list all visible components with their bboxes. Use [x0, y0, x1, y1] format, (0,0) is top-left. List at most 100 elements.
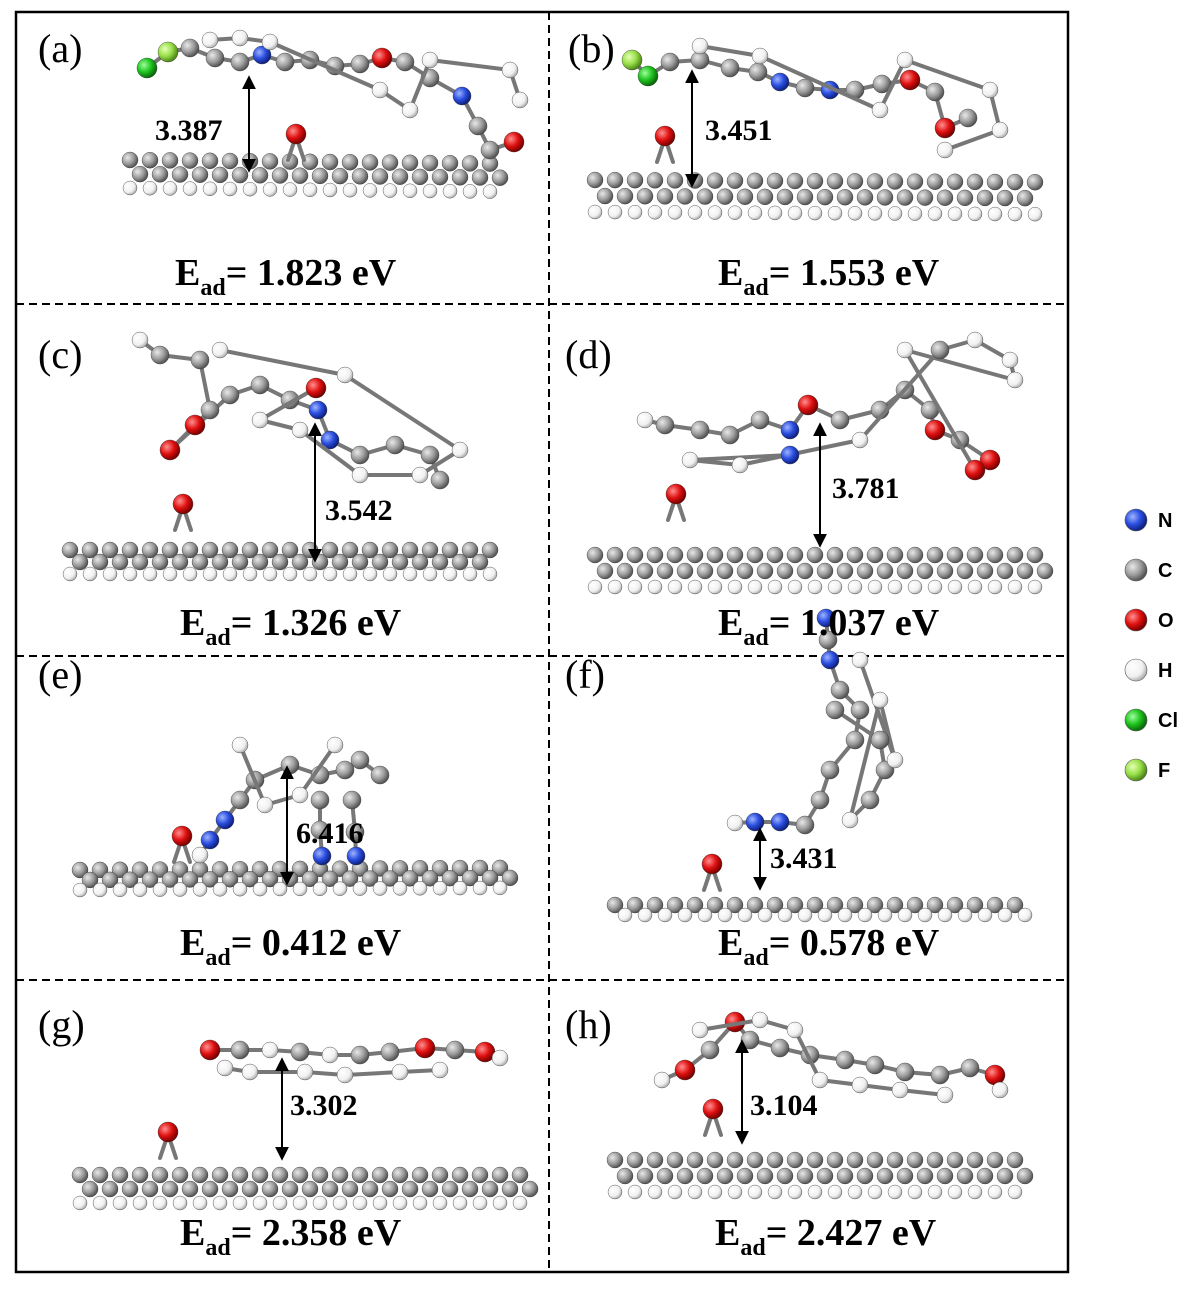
atom-h — [511, 91, 529, 109]
atom-c — [380, 1042, 400, 1062]
atom-c — [795, 815, 815, 835]
atom-c — [281, 541, 299, 559]
atom-c — [686, 1151, 704, 1169]
atom-c — [301, 153, 319, 171]
atom-c — [280, 755, 300, 775]
atom-c — [271, 167, 289, 184]
atom-c — [596, 562, 614, 580]
atom-c — [411, 168, 429, 186]
atom-c — [626, 546, 644, 564]
atom-c — [616, 1167, 634, 1185]
atom-h — [1001, 351, 1019, 369]
atom-h — [887, 579, 903, 595]
atom-h — [667, 579, 683, 595]
atom-c — [311, 1166, 329, 1184]
atom-c — [1016, 562, 1034, 580]
atom-c — [866, 1151, 884, 1169]
atom-h — [92, 882, 108, 898]
atom-h — [947, 206, 963, 222]
atom-h — [827, 1184, 843, 1200]
atom-c — [401, 154, 419, 172]
atom-c — [656, 188, 674, 205]
atom-c — [461, 155, 479, 172]
atom-c — [766, 172, 784, 190]
atom-c — [391, 860, 409, 877]
atom-c — [381, 154, 399, 171]
atom-c — [636, 1167, 654, 1185]
atom-o — [172, 493, 194, 515]
atom-c — [606, 1151, 624, 1169]
atom-h — [262, 566, 278, 582]
atom-h — [342, 566, 358, 582]
atom-h — [162, 566, 178, 582]
atom-c — [826, 172, 844, 190]
panel-f-structure — [606, 608, 1033, 923]
atom-c — [421, 1180, 439, 1198]
atom-c — [321, 541, 339, 559]
atom-h — [677, 907, 693, 923]
atom-c — [231, 1166, 249, 1184]
atom-c — [361, 1180, 379, 1198]
atom-c — [1016, 1167, 1034, 1185]
bond — [238, 743, 267, 807]
atom-h — [251, 411, 269, 429]
atom-c — [786, 1151, 804, 1169]
atom-h — [981, 81, 999, 99]
atom-c — [616, 562, 634, 580]
atom-h — [957, 907, 973, 923]
atom-h — [847, 206, 863, 221]
distance-label-a: 3.387 — [155, 114, 223, 147]
atom-c — [946, 546, 964, 564]
atom-c — [371, 553, 389, 571]
atom-h — [112, 882, 128, 897]
panel-c-structure — [61, 331, 499, 582]
atom-c — [461, 869, 479, 887]
atom-c — [818, 630, 838, 650]
atom-c — [816, 1167, 834, 1185]
atom-n — [200, 830, 220, 850]
legend-label: C — [1158, 560, 1172, 582]
atom-h — [1007, 579, 1023, 595]
atom-h — [991, 1081, 1009, 1099]
atom-c — [795, 78, 815, 98]
atom-c — [686, 172, 704, 189]
atom-c — [171, 166, 189, 183]
atom-c — [211, 1166, 229, 1184]
atom-c — [401, 870, 419, 887]
atom-c — [401, 541, 419, 559]
atom-o — [665, 483, 687, 505]
atom-c — [746, 1151, 764, 1169]
atom-c — [726, 1151, 744, 1169]
atom-h — [637, 907, 653, 923]
atom-c — [350, 750, 370, 770]
panel-label-d: (d) — [565, 332, 612, 377]
atom-c — [786, 896, 804, 914]
atom-c — [820, 760, 840, 780]
legend-item-cl: Cl — [1124, 708, 1178, 732]
atom-c — [740, 1030, 760, 1050]
atom-h — [857, 907, 873, 923]
atom-n — [770, 812, 790, 832]
atom-c — [395, 52, 415, 72]
atom-c — [381, 870, 399, 887]
atom-c — [816, 562, 834, 580]
atom-c — [666, 546, 684, 564]
energy-symbol: E — [180, 1212, 205, 1254]
atom-h — [787, 579, 803, 595]
atom-c — [491, 859, 509, 877]
atom-c — [856, 1167, 874, 1185]
atom-c — [481, 1180, 499, 1198]
panel-label-c: (c) — [38, 332, 82, 377]
atom-c — [906, 173, 924, 190]
atom-c — [91, 1166, 109, 1184]
atom-h — [1027, 206, 1043, 222]
atom-h — [977, 907, 993, 923]
atom-h — [351, 466, 369, 484]
atom-c — [345, 822, 365, 842]
atom-h — [291, 421, 309, 439]
bond — [848, 698, 882, 822]
atom-h — [1006, 371, 1024, 389]
bond — [258, 386, 318, 422]
atom-c — [626, 896, 644, 914]
atom-c — [696, 1167, 714, 1185]
